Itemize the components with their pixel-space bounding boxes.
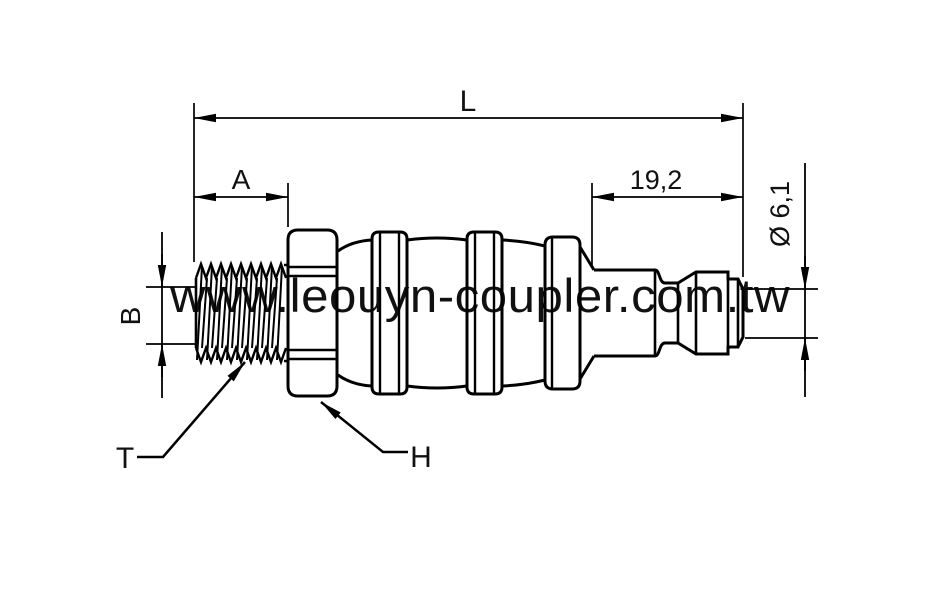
barrel-bottom-edges (337, 373, 546, 390)
dim-label-192: 19,2 (630, 165, 683, 195)
sleeve-band-1 (370, 230, 409, 396)
dim-label-dia: Ø 6,1 (765, 181, 795, 247)
plug-transition-edges (653, 270, 740, 356)
leader-T (137, 361, 246, 459)
callout-hex: H (320, 401, 432, 474)
body-sleeve (337, 230, 596, 396)
dimension-overall-length: L (193, 85, 744, 277)
barrel-top-edges (337, 236, 546, 253)
thread-helix-lines-b (201, 277, 278, 349)
dimension-plug-length: 19,2 (591, 165, 743, 268)
hex-nut-outline (286, 228, 339, 398)
hex-nut (286, 228, 339, 398)
thread-helix-lines-a (196, 265, 283, 361)
leader-H (320, 401, 408, 454)
dimension-thread-length: A (194, 164, 289, 227)
plug-profile (594, 268, 745, 358)
sleeve-band-2 (465, 230, 504, 396)
sleeve-band-1-lines (378, 233, 401, 393)
end-collar (543, 235, 582, 391)
callout-thread: T (116, 361, 246, 475)
callout-label-H: H (410, 441, 432, 474)
part-outline (194, 228, 745, 398)
sleeve-band-2-lines (473, 233, 496, 393)
plug-nipple (594, 268, 745, 358)
callout-label-T: T (116, 442, 134, 475)
dimension-thread-diameter: B (115, 232, 196, 398)
dim-label-A: A (232, 164, 251, 195)
hex-nut-face-lines (288, 265, 337, 361)
thread-top-crests (194, 260, 288, 282)
thread-bottom-crests (194, 344, 288, 366)
dim-label-L: L (460, 85, 477, 118)
dimension-tip-diameter: Ø 6,1 (745, 163, 818, 397)
dim-label-B: B (115, 307, 146, 326)
